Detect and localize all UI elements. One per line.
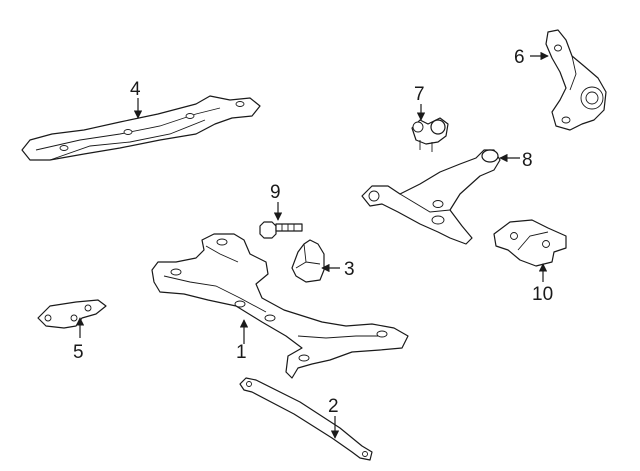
part-4-crossmember-brace[interactable] bbox=[21, 95, 261, 161]
part-7-ball-joint[interactable] bbox=[411, 117, 449, 152]
callout-3-label: 3 bbox=[344, 259, 355, 280]
part-2-rod[interactable] bbox=[239, 377, 373, 461]
callout-9: 9 bbox=[270, 182, 283, 221]
part-8-lower-control-arm[interactable] bbox=[361, 149, 501, 245]
callout-10: 10 bbox=[532, 263, 553, 305]
part-10-bracket[interactable] bbox=[493, 219, 567, 267]
callout-2-label: 2 bbox=[328, 396, 339, 417]
callout-6: 6 bbox=[514, 47, 549, 68]
callout-8: 8 bbox=[499, 150, 533, 171]
callout-7: 7 bbox=[414, 84, 426, 121]
callout-4: 4 bbox=[130, 79, 143, 119]
part-9-bolt[interactable] bbox=[259, 221, 303, 239]
callout-4-label: 4 bbox=[130, 79, 141, 100]
callout-10-label: 10 bbox=[532, 284, 553, 305]
callout-5: 5 bbox=[73, 317, 85, 363]
callout-1: 1 bbox=[236, 319, 249, 363]
callout-7-label: 7 bbox=[414, 84, 425, 105]
callout-5-label: 5 bbox=[73, 342, 84, 363]
callout-2: 2 bbox=[328, 396, 340, 439]
callout-1-label: 1 bbox=[236, 342, 247, 363]
part-5-small-bracket[interactable] bbox=[37, 299, 107, 329]
callout-8-label: 8 bbox=[522, 150, 533, 171]
part-1-front-crossmember[interactable] bbox=[151, 233, 409, 379]
callout-3: 3 bbox=[321, 259, 355, 280]
part-6-steering-knuckle[interactable] bbox=[545, 29, 607, 131]
callout-9-label: 9 bbox=[270, 182, 281, 203]
part-3-mount-bushing[interactable] bbox=[291, 239, 325, 283]
callout-6-label: 6 bbox=[514, 47, 525, 68]
